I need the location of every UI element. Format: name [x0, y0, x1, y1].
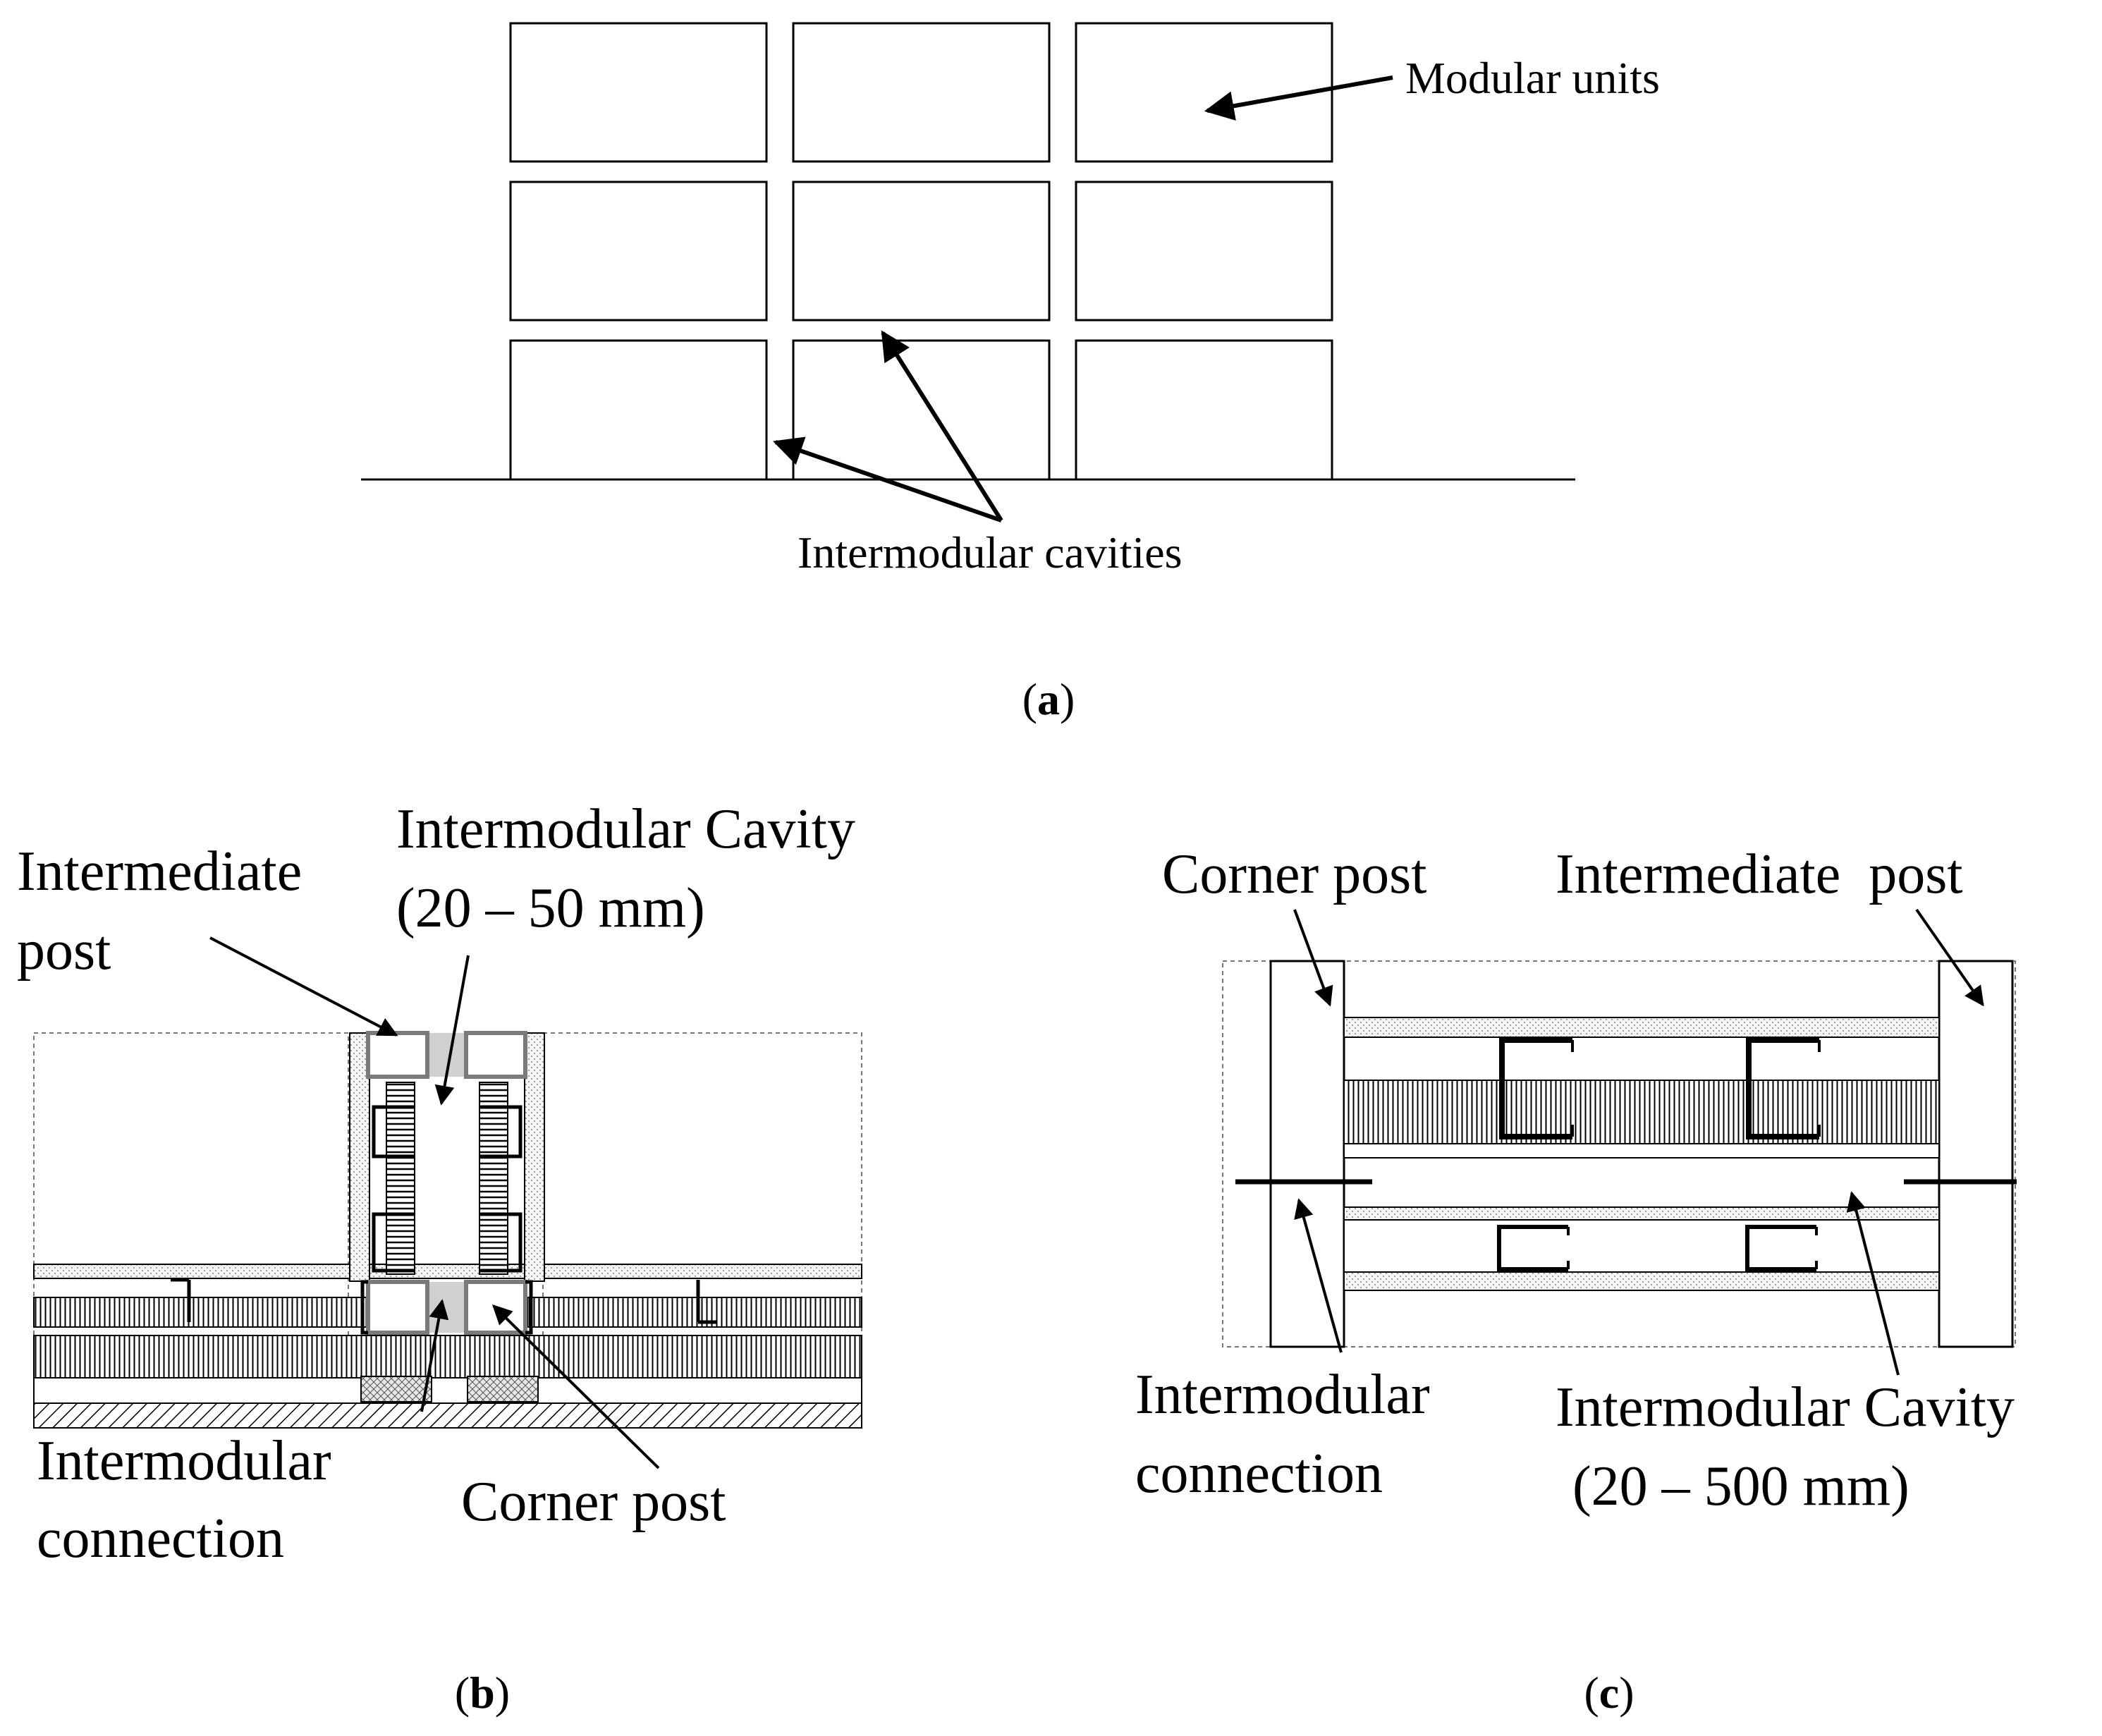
floor-channels [171, 1278, 716, 1324]
cavity-gap-bottom [427, 1282, 466, 1333]
panel-c-label: (c) [1584, 1668, 1634, 1718]
cavity-wall-board-right [524, 1032, 545, 1282]
modular-unit [509, 181, 768, 322]
cavity-label-c-line2: (20 – 500 mm) [1572, 1455, 1909, 1517]
panel-c: Corner post Intermediate post Intermodul… [1135, 843, 2029, 1718]
corner-post-left [366, 1280, 429, 1335]
intermediate-post-left [366, 1031, 429, 1079]
cavity-label-b-line2: (20 – 50 mm) [396, 877, 705, 939]
modular-unit [509, 22, 768, 163]
cavity-arrow-right [881, 330, 1003, 522]
intermediate-post-right [464, 1031, 527, 1079]
lower-board-top [1343, 1206, 1940, 1221]
intermodular-cavities-label: Intermodular cavities [798, 527, 1183, 577]
connection-label-c: Intermodular connection [1135, 1364, 1444, 1505]
connection-arrow-c [1294, 1198, 1343, 1353]
connection-label-c-line2: connection [1135, 1443, 1383, 1505]
cavity-label-b: Intermodular Cavity (20 – 50 mm) [396, 798, 869, 939]
cavity-label-b-line1: Intermodular Cavity [396, 798, 855, 860]
corner-post-bracket-right [525, 1280, 533, 1335]
modular-units-grid [509, 22, 1333, 479]
intermediate-post-label-b-line2: post [17, 919, 111, 982]
cavity-label-c-line1: Intermodular Cavity [1556, 1376, 2015, 1438]
modular-units-label: Modular units [1405, 53, 1660, 103]
modular-unit [1075, 181, 1333, 322]
corner-post-arrow-c [1293, 909, 1333, 1007]
connection-label-b-line1: Intermodular [37, 1430, 331, 1492]
floor-board [33, 1264, 862, 1279]
modular-unit [1075, 339, 1333, 479]
modular-unit [792, 339, 1051, 479]
c-channels [1497, 1037, 1821, 1271]
corner-post-bracket-left [360, 1280, 368, 1335]
intermediate-post-arrow-b [209, 936, 398, 1037]
wall-channels-right [479, 1105, 523, 1273]
upper-joist-layer [1343, 1080, 1940, 1144]
ceiling-layer [33, 1335, 862, 1379]
cavity-label-c: Intermodular Cavity (20 – 500 mm) [1556, 1376, 2029, 1517]
corner-post-c [1269, 960, 1345, 1348]
floor-finish-layer [33, 1377, 862, 1404]
intermediate-post-c [1938, 960, 2014, 1348]
intermediate-post-label-c: Intermediate post [1556, 843, 1963, 905]
modular-unit [1075, 22, 1333, 163]
floor-joist-layer-right [527, 1297, 862, 1328]
foundation-block [360, 1376, 432, 1402]
lower-board-bottom [1343, 1271, 1940, 1291]
connection-label-b: Intermodular connection [37, 1430, 346, 1570]
intermediate-post-label-b-line1: Intermediate [17, 841, 302, 903]
lower-layer [1343, 1219, 1940, 1273]
panel-b-label: (b) [455, 1668, 510, 1718]
modular-unit [792, 22, 1051, 163]
cavity-arrow-left [773, 436, 1002, 522]
upper-board-top [1343, 1017, 1940, 1038]
foundation-block [467, 1376, 539, 1402]
corner-post-label-c: Corner post [1162, 843, 1427, 905]
connection-label-c-line1: Intermodular [1135, 1364, 1430, 1426]
intermediate-post-arrow-c [1915, 908, 1984, 1007]
foundation-slab [33, 1402, 862, 1429]
cavity-wall-stud-left [386, 1082, 415, 1275]
cavity-arrow-b [434, 955, 470, 1106]
panel-b: Intermodular Cavity (20 – 50 mm) Interme… [17, 798, 869, 1718]
modular-unit [509, 339, 768, 479]
modular-units-arrow [1204, 75, 1393, 121]
panel-a-label: (a) [1022, 674, 1075, 724]
cavity-arrow-c [1846, 1191, 1900, 1376]
connection-label-b-line2: connection [37, 1508, 284, 1570]
panel-a: Modular units Intermodular cavities (a) [361, 22, 1660, 724]
cavity-wall-stud-right [479, 1082, 508, 1275]
corner-post-label-b: Corner post [461, 1471, 726, 1533]
floor-joist-layer-left [33, 1297, 369, 1328]
connection-arrow-b [420, 1299, 449, 1412]
upper-board-bottom [1343, 1143, 1940, 1159]
corner-post-arrow-b [492, 1304, 660, 1469]
module-outline-left [33, 1032, 349, 1429]
wall-channels-left [372, 1105, 415, 1273]
modular-unit [792, 181, 1051, 322]
module-outline-c [1222, 960, 2016, 1347]
intermediate-post-label-b: Intermediate post [17, 841, 316, 982]
